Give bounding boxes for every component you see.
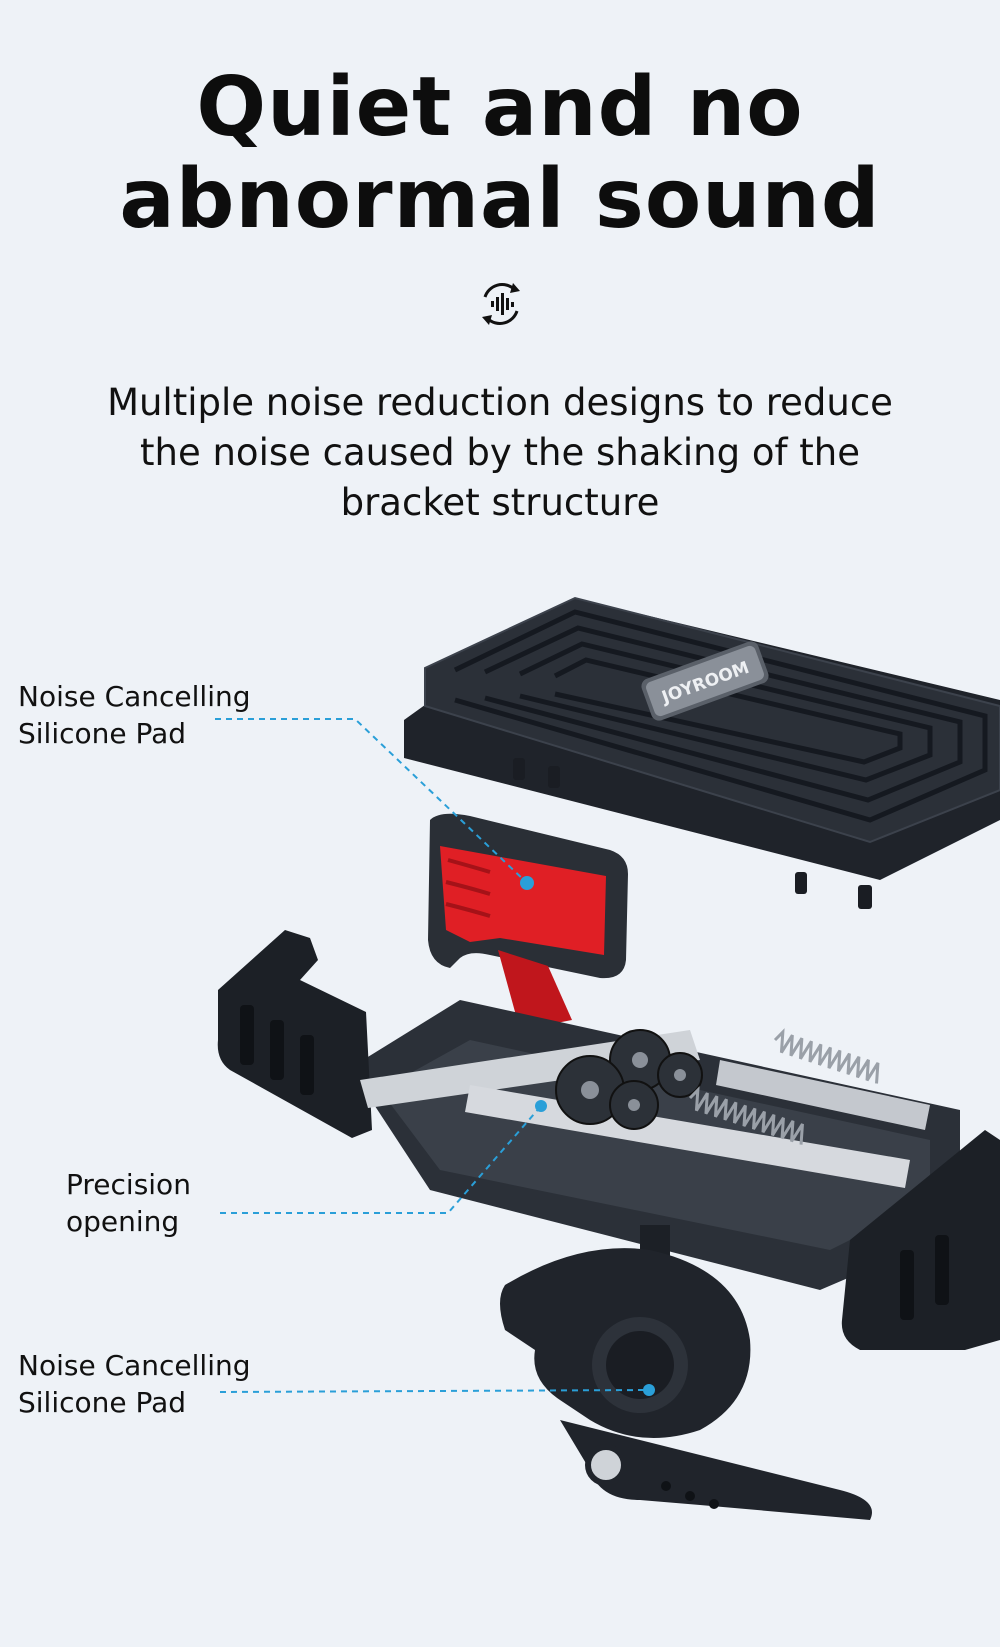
callout-line-2: Silicone Pad <box>18 1386 187 1419</box>
callout-line-2: opening <box>66 1205 180 1238</box>
callout-line-1: Precision <box>66 1168 191 1201</box>
page-title: Quiet and no abnormal sound <box>0 62 1000 246</box>
callout-leader-lines <box>215 718 650 1393</box>
holder-body <box>217 930 1000 1350</box>
callout-top-silicone-pad: Noise Cancelling Silicone Pad <box>18 678 251 752</box>
callout-line-1: Noise Cancelling <box>18 1349 251 1382</box>
sound-wave-cycle-icon <box>482 283 520 325</box>
callout-bottom-silicone-pad: Noise Cancelling Silicone Pad <box>18 1347 251 1421</box>
subtitle-line-1: Multiple noise reduction designs to redu… <box>107 381 893 424</box>
subtitle-line-3: bracket structure <box>340 481 660 524</box>
callout-line-1: Noise Cancelling <box>18 680 251 713</box>
back-plate: JOYROOM <box>404 596 1000 909</box>
red-silicone-pad <box>428 813 628 1030</box>
callout-line-2: Silicone Pad <box>18 717 187 750</box>
callout-precision-opening: Precision opening <box>66 1166 191 1240</box>
title-line-1: Quiet and no <box>196 60 804 155</box>
exploded-phone-holder-illustration: JOYROOM <box>215 596 1000 1520</box>
subtitle: Multiple noise reduction designs to redu… <box>30 378 970 528</box>
subtitle-line-2: the noise caused by the shaking of the <box>140 431 860 474</box>
title-line-2: abnormal sound <box>119 152 881 247</box>
